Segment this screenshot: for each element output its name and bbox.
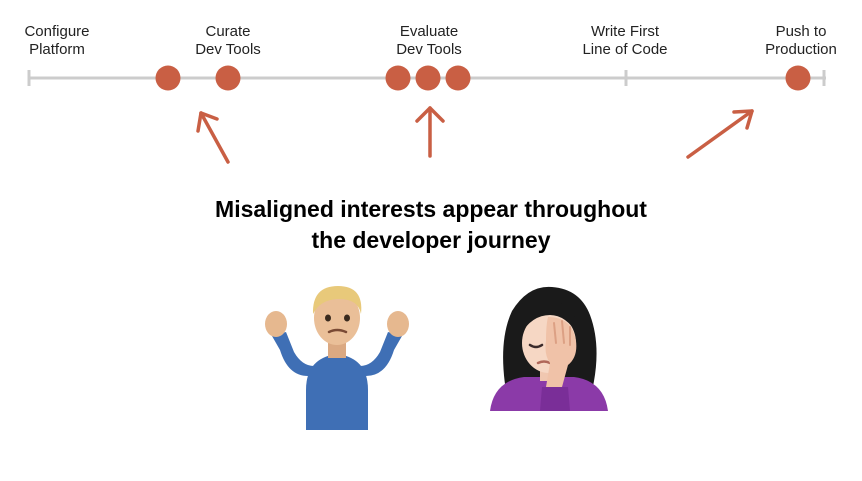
facepalm-person-icon <box>490 286 608 411</box>
journey-dot <box>415 65 441 91</box>
arrow-evaluate <box>415 106 445 158</box>
arrow-curate <box>196 111 230 164</box>
stage-label-evaluate-dev-tools: Evaluate Dev Tools <box>396 23 462 58</box>
headline: Misaligned interests appear throughout t… <box>215 196 647 253</box>
stage-label-configure-platform: Configure Platform <box>24 23 90 58</box>
journey-dot <box>785 65 811 91</box>
journey-dot <box>155 65 181 91</box>
stage-label-write-first-line: Write First Line of Code <box>582 23 668 58</box>
arrow-production <box>686 109 754 159</box>
journey-dot <box>385 65 411 91</box>
journey-dot <box>215 65 241 91</box>
stage-label-push-to-production: Push to Production <box>765 23 837 58</box>
stage-label-curate-dev-tools: Curate Dev Tools <box>195 23 261 58</box>
shrug-person-icon <box>265 286 409 430</box>
journey-dot <box>445 65 471 91</box>
